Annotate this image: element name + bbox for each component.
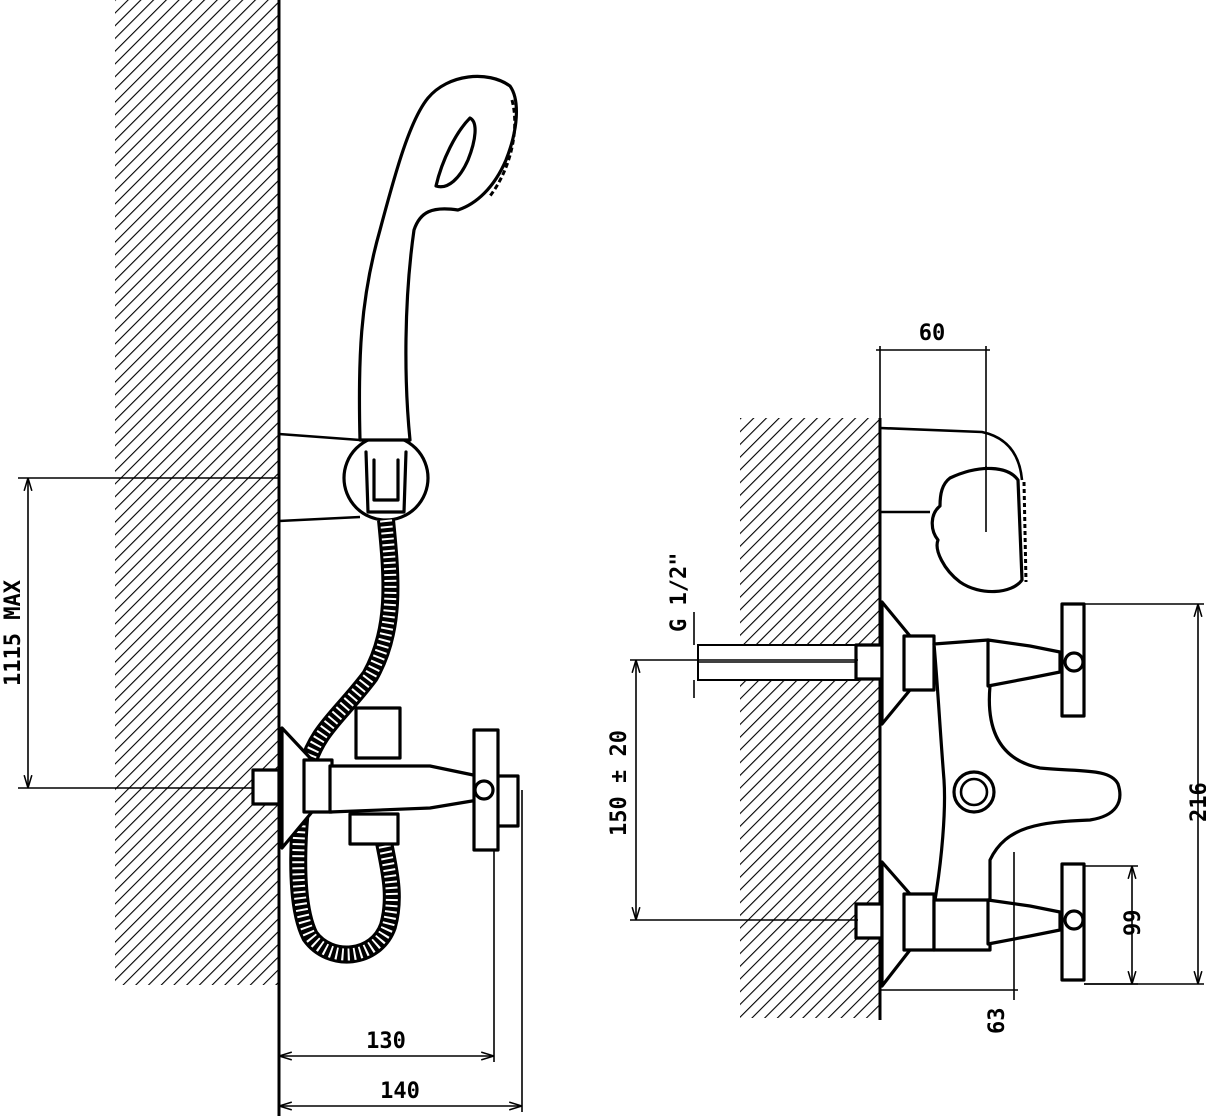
front-upper-nut: [902, 634, 936, 692]
dim-140-label: 140: [380, 1079, 420, 1104]
side-bottom-nut: [348, 812, 400, 846]
dim-130-label: 130: [366, 1029, 406, 1054]
front-lower-body: [932, 898, 992, 952]
holder-clip: [364, 450, 408, 514]
hand-shower-slot: [434, 116, 477, 189]
dim-99-label: 99: [1121, 910, 1146, 937]
dim-216-label: 216: [1187, 782, 1206, 822]
front-upper-knob: [1063, 651, 1085, 673]
side-body: [328, 764, 480, 814]
dim-63-label: 63: [985, 1008, 1010, 1035]
dim-60-label: 60: [919, 321, 946, 346]
side-inlet-nut: [251, 768, 281, 806]
front-view: 60 G 1/2" 150 ± 20 216: [607, 321, 1206, 1034]
front-lower-nut: [902, 892, 936, 952]
holder-bracket: [278, 432, 361, 523]
side-handle-knob: [473, 779, 495, 801]
side-view: 1115 MAX 130 140: [1, 0, 523, 1116]
front-lower-knob: [1063, 909, 1085, 931]
holder-ring: [342, 434, 430, 522]
dim-thread-label: G 1/2": [667, 553, 692, 632]
front-upper-valve: [986, 638, 1062, 688]
front-diverter-inner: [959, 777, 989, 807]
side-top-nut: [354, 706, 402, 760]
dim-150-label: 150 ± 20: [607, 730, 632, 836]
front-lower-valve: [986, 898, 1062, 946]
shower-face-nozzles: [488, 99, 517, 197]
hose-coil: [292, 519, 398, 961]
front-body: [932, 638, 1122, 912]
side-connector: [302, 758, 334, 814]
front-holder-bracket: [879, 426, 1024, 514]
front-upper-stub: [854, 643, 884, 681]
hand-shower-body: [357, 74, 518, 442]
front-lower-stub: [854, 902, 884, 940]
dim-1115-label: 1115 MAX: [1, 580, 26, 686]
side-wall-hatch: [115, 0, 279, 985]
front-shower-nozzles: [1022, 481, 1028, 583]
front-shower-head: [930, 466, 1024, 594]
